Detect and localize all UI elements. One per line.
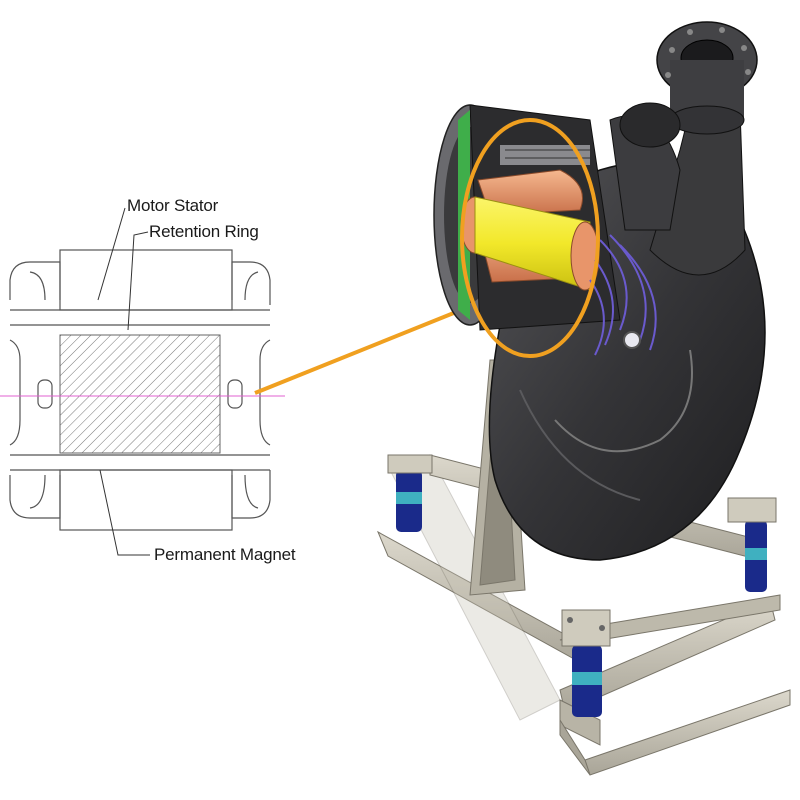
isolator-feet: [387, 454, 777, 717]
cross-section-drawing: [9, 249, 271, 531]
label-motor-stator: Motor Stator: [127, 196, 219, 215]
label-permanent-magnet: Permanent Magnet: [154, 545, 296, 564]
impeller: [589, 234, 657, 356]
callout-circle: [460, 118, 600, 358]
label-retention-ring: Retention Ring: [149, 222, 259, 241]
rotor-magnet: [460, 196, 600, 291]
suction-elbow: [609, 102, 681, 231]
discharge-flange: [649, 21, 758, 276]
magnet-section: [59, 334, 221, 454]
callout-connector: [254, 298, 487, 395]
leader-lines: [97, 207, 150, 556]
